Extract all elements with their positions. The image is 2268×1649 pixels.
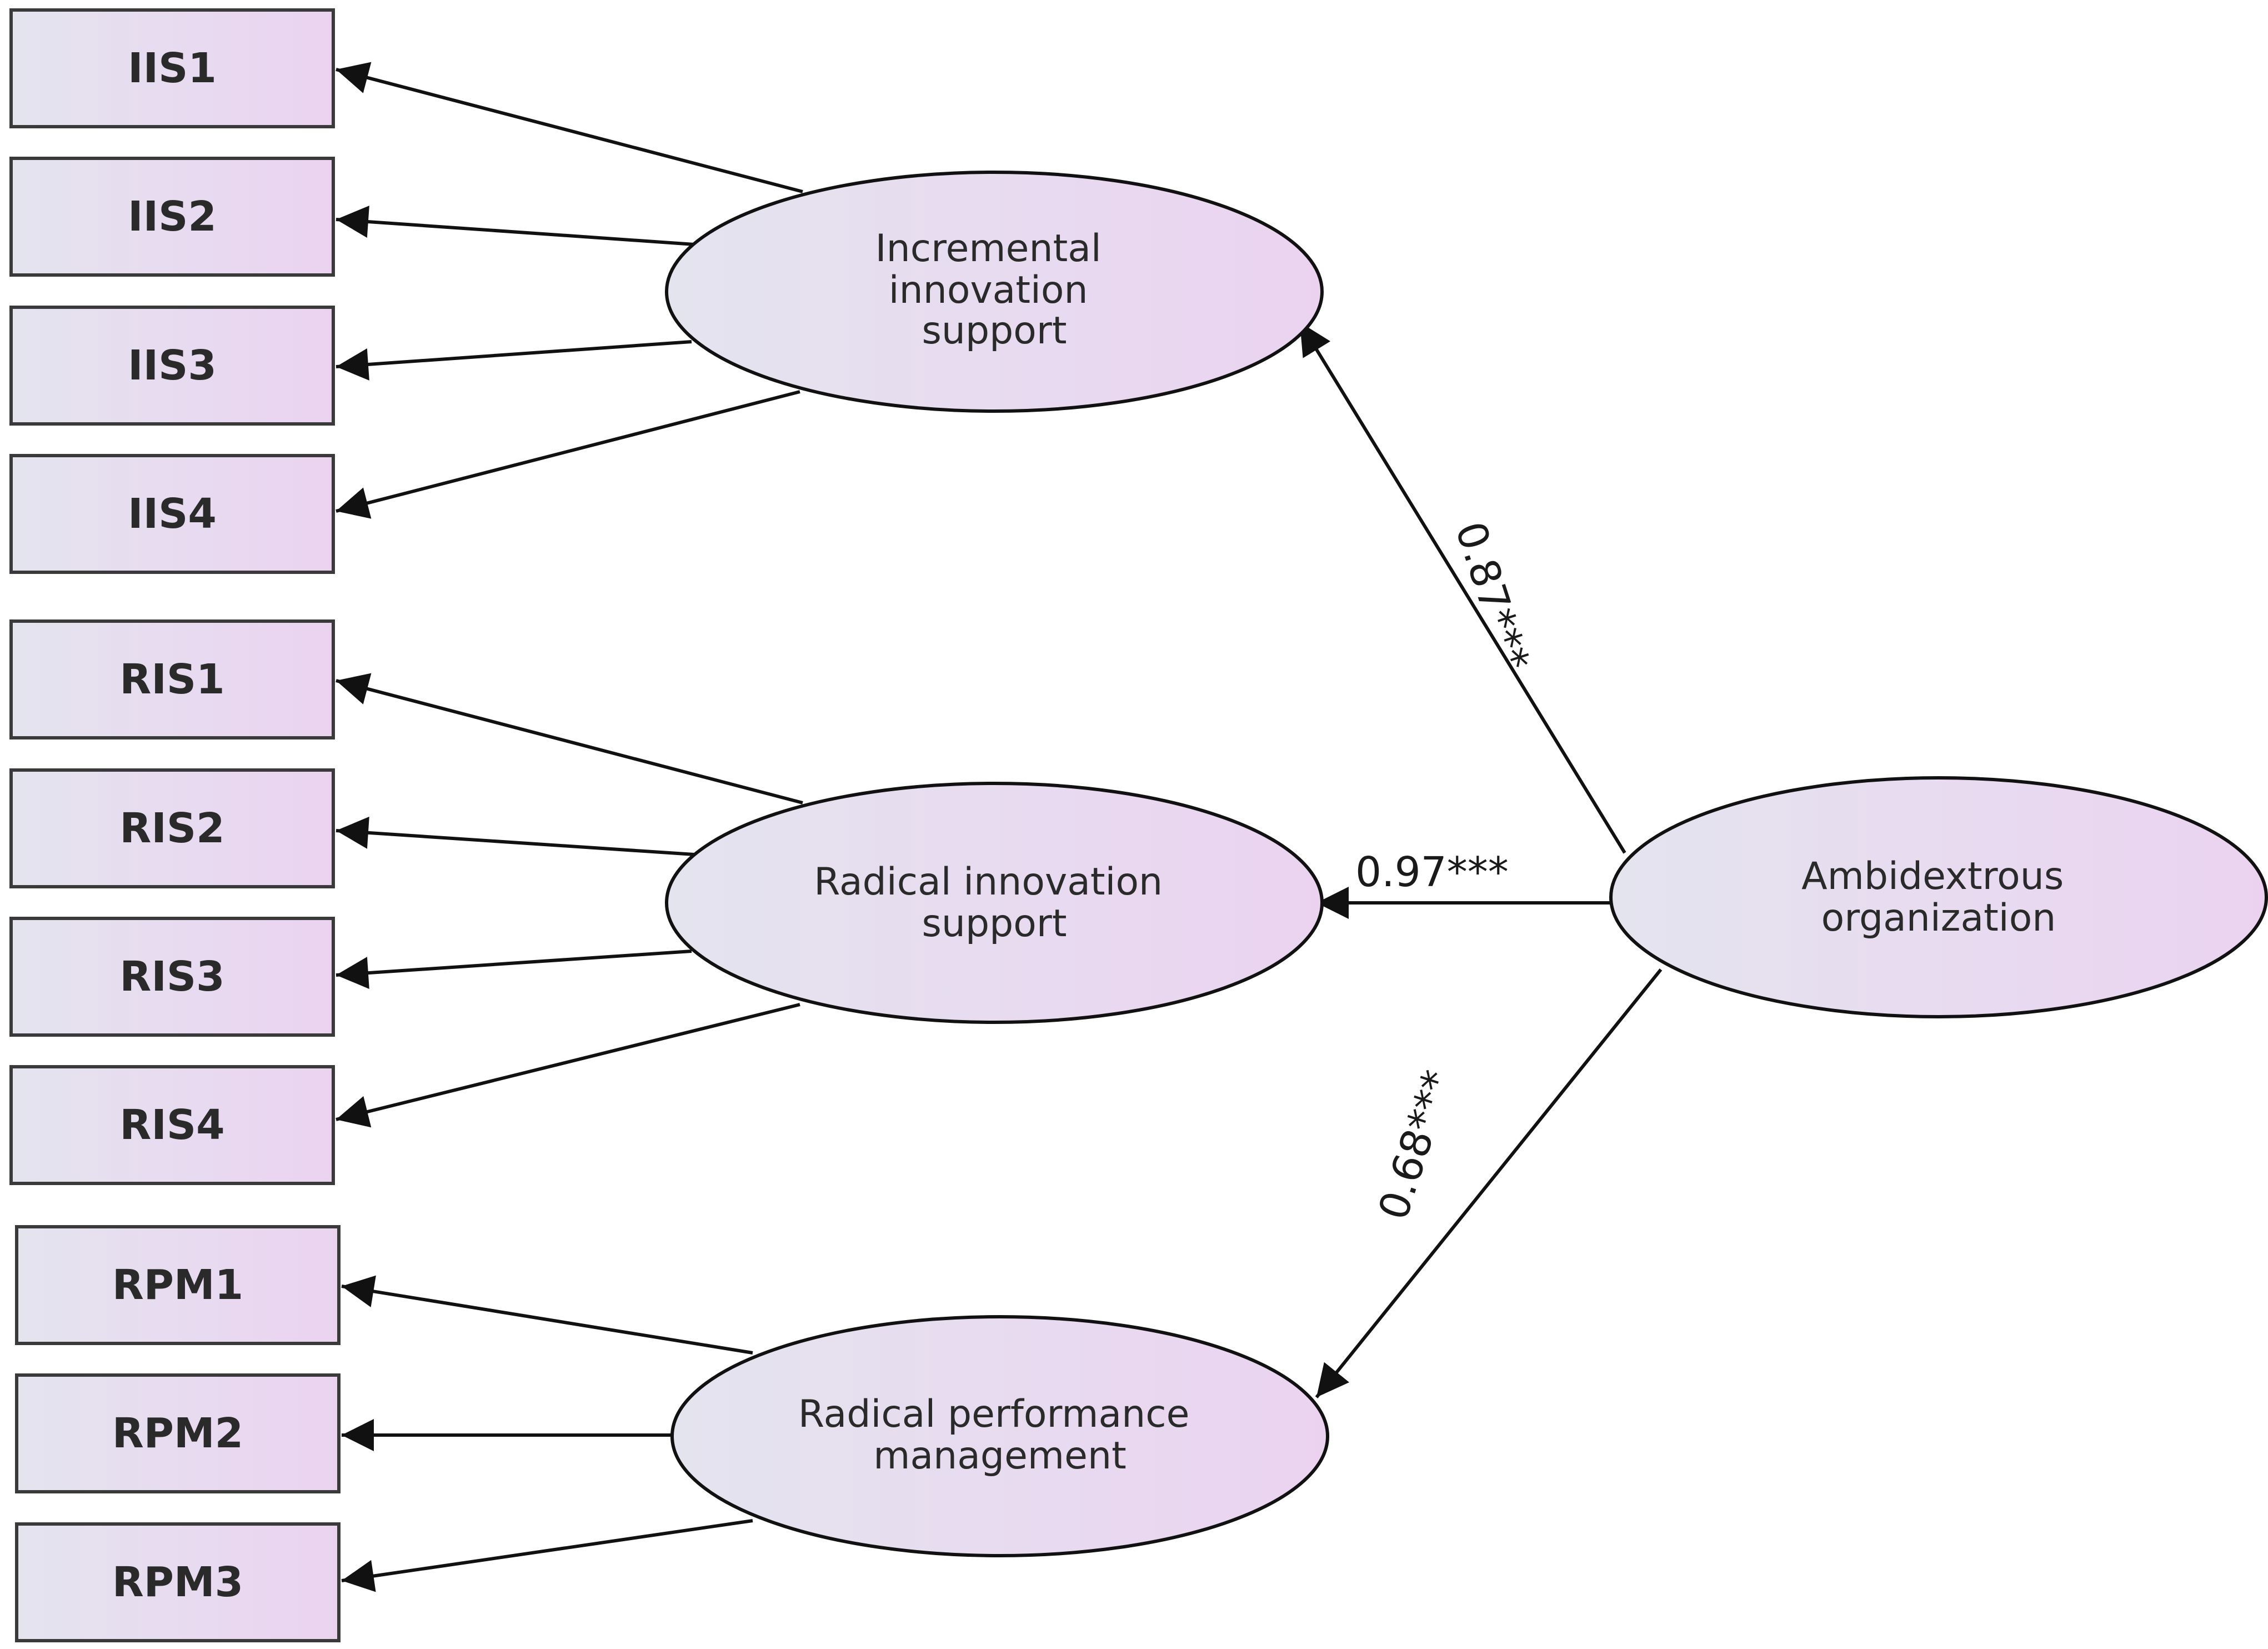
indicator-rpm2-label: RPM2 <box>112 1410 243 1457</box>
indicator-rpm1-label: RPM1 <box>112 1261 243 1309</box>
indicator-iis4: IIS4 <box>9 454 335 574</box>
construct-radical-innovation-support: Radical innovation support <box>665 782 1324 1024</box>
edge-radical-support-ris4 <box>336 1003 800 1128</box>
edge-radical-support-ris2 <box>336 816 695 856</box>
indicator-ris2: RIS2 <box>9 768 335 888</box>
edge-radical-perf-rpm1 <box>341 1275 753 1355</box>
construct-incremental-line-2: innovation <box>889 268 1088 312</box>
indicator-ris1-label: RIS1 <box>119 656 224 703</box>
svg-text:Incremental innovation: Incremental innovation support <box>875 227 1114 353</box>
edge-incremental-iis3 <box>336 340 692 381</box>
indicator-rpm2: RPM2 <box>15 1373 341 1493</box>
edge-radical-perf-rpm3 <box>341 1519 753 1592</box>
edge-incremental-iis4 <box>336 390 800 519</box>
indicator-iis3-label: IIS3 <box>128 342 217 389</box>
svg-text:Radical performance mana: Radical performance management <box>798 1392 1201 1478</box>
construct-radical-perf-line-1: Radical performance <box>798 1392 1190 1436</box>
construct-radical-support-line-2: support <box>922 902 1067 946</box>
indicator-iis3: IIS3 <box>9 306 335 426</box>
edge-radical-support-ris3 <box>336 950 692 990</box>
indicator-ris3: RIS3 <box>9 917 335 1037</box>
indicator-iis1: IIS1 <box>9 8 335 128</box>
indicator-ris1: RIS1 <box>9 619 335 739</box>
indicator-rpm1: RPM1 <box>15 1225 341 1345</box>
indicator-iis2: IIS2 <box>9 157 335 277</box>
construct-radical-support-line-1: Radical innovation <box>814 860 1163 904</box>
construct-ambidextrous-line-2: organization <box>1821 896 2056 940</box>
edge-radical-support-ris1 <box>336 673 803 804</box>
construct-ambidextrous-line-1: Ambidextrous <box>1801 855 2064 898</box>
path-coefficient-radical-support: 0.97*** <box>1355 848 1509 896</box>
indicator-ris2-label: RIS2 <box>119 804 224 852</box>
indicator-iis1-label: IIS1 <box>128 44 217 92</box>
edge-incremental-iis2 <box>336 206 695 246</box>
construct-incremental-innovation-support: Incremental innovation support <box>665 171 1324 413</box>
path-coefficient-incremental: 0.87*** <box>1446 516 1539 677</box>
edge-incremental-iis1 <box>336 62 803 193</box>
indicator-ris4-label: RIS4 <box>119 1101 224 1149</box>
construct-ambidextrous-organization: Ambidextrous organization <box>1609 776 2268 1018</box>
indicator-rpm3-label: RPM3 <box>112 1558 243 1606</box>
edge-ambidextrous-incremental <box>1298 321 1626 854</box>
svg-text:Radical innovation suppo: Radical innovation support <box>814 860 1175 946</box>
indicator-iis4-label: IIS4 <box>128 490 217 538</box>
edge-ambidextrous-radical-perf <box>1315 968 1663 1398</box>
indicator-iis2-label: IIS2 <box>128 193 217 241</box>
indicator-rpm3: RPM3 <box>15 1522 341 1642</box>
construct-radical-perf-line-2: management <box>873 1434 1127 1478</box>
indicator-ris3-label: RIS3 <box>119 953 224 1001</box>
construct-incremental-line-3: support <box>922 309 1067 353</box>
path-coefficient-radical-perf: 0.68*** <box>1369 1065 1462 1226</box>
construct-incremental-line-1: Incremental <box>875 227 1102 271</box>
construct-radical-performance-management: Radical performance management <box>670 1315 1329 1557</box>
svg-text:Ambidextrous organizatio: Ambidextrous organization <box>1801 855 2076 940</box>
indicator-ris4: RIS4 <box>9 1065 335 1185</box>
